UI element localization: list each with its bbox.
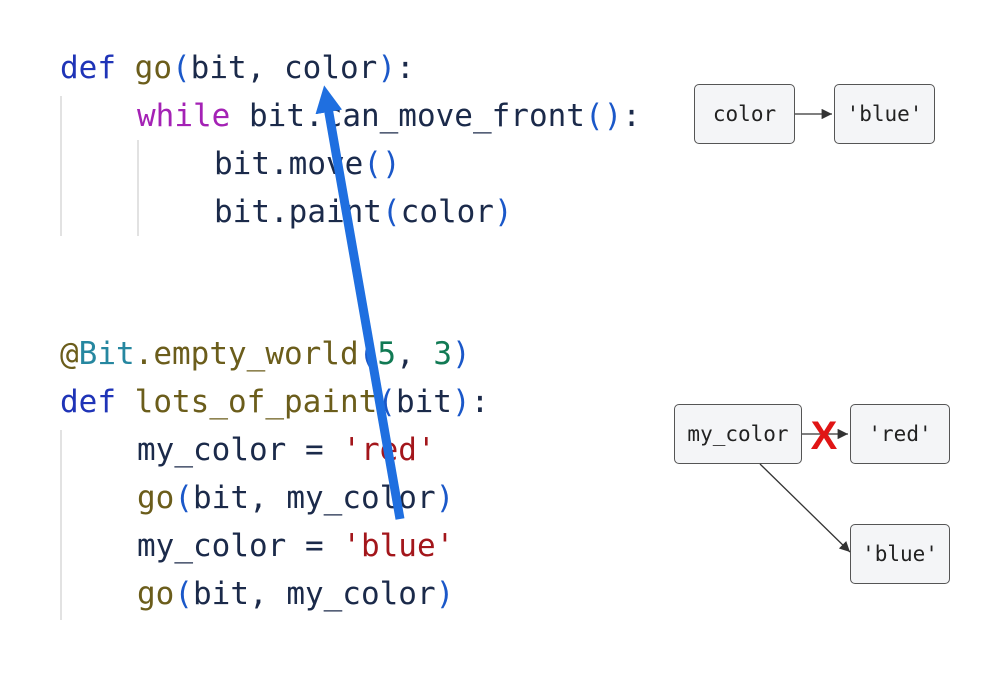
decorator-attr: .empty_world xyxy=(134,336,359,372)
cross-mark: X xyxy=(811,414,838,458)
code-line-def-go: def go(bit, color): xyxy=(60,48,415,88)
paren: ( xyxy=(174,576,193,612)
function-name: go xyxy=(137,480,175,516)
paren: ) xyxy=(493,194,513,230)
colon: : xyxy=(470,384,490,420)
paren: ) xyxy=(451,336,471,372)
variable-box-my-color: my_color xyxy=(674,404,802,464)
variable: my_color xyxy=(137,432,287,468)
paren: () xyxy=(584,98,623,134)
keyword: while xyxy=(137,98,231,134)
paren: () xyxy=(363,146,401,182)
paren: ) xyxy=(435,576,455,612)
paren: ( xyxy=(381,194,401,230)
class-name: Bit xyxy=(78,336,135,372)
call: bit.paint xyxy=(214,194,382,230)
function-name: go xyxy=(137,576,175,612)
code-line-call-go-2: go(bit, my_color) xyxy=(137,574,454,614)
code-line-assign-blue: my_color = 'blue' xyxy=(137,526,454,566)
number: 3 xyxy=(433,336,452,372)
code-line-while: while bit.can_move_front(): xyxy=(137,96,641,136)
arguments: bit, my_color xyxy=(193,576,436,612)
variable: my_color xyxy=(137,528,287,564)
variable-box-color: color xyxy=(694,84,795,144)
paren: ( xyxy=(172,50,191,86)
value-box-red: 'red' xyxy=(850,404,950,464)
code-line-call-go-1: go(bit, my_color) xyxy=(137,478,454,518)
paren: ) xyxy=(451,384,471,420)
expression: bit.can_move_front xyxy=(249,98,585,134)
indent-guide xyxy=(137,140,139,236)
argument: color xyxy=(400,194,494,230)
decorator-at: @ xyxy=(60,336,79,372)
indent-guide xyxy=(60,96,62,236)
colon: : xyxy=(622,98,641,134)
function-name: go xyxy=(134,50,172,86)
pointer-my-color-to-blue xyxy=(759,463,851,553)
arguments: bit, my_color xyxy=(193,480,436,516)
string-literal: 'blue' xyxy=(342,528,455,564)
value-box-blue-top: 'blue' xyxy=(834,84,935,144)
function-name: lots_of_paint xyxy=(134,384,378,420)
indent-guide xyxy=(60,430,62,620)
operator: = xyxy=(286,528,343,564)
code-line-paint: bit.paint(color) xyxy=(214,192,513,232)
paren: ( xyxy=(174,480,193,516)
paren: ) xyxy=(377,50,396,86)
number: 5 xyxy=(377,336,396,372)
params: bit xyxy=(395,384,452,420)
operator: = xyxy=(286,432,343,468)
params: bit, color xyxy=(190,50,378,86)
separator: , xyxy=(395,336,434,372)
colon: : xyxy=(395,50,415,86)
keyword: def xyxy=(60,50,116,86)
value-box-blue-bottom: 'blue' xyxy=(850,524,950,584)
parameter-binding-arrow xyxy=(315,85,405,520)
code-line-decorator: @Bit.empty_world(5, 3) xyxy=(60,334,471,374)
keyword: def xyxy=(60,384,116,420)
paren: ) xyxy=(435,480,455,516)
code-line-def-lots-of-paint: def lots_of_paint(bit): xyxy=(60,382,489,422)
